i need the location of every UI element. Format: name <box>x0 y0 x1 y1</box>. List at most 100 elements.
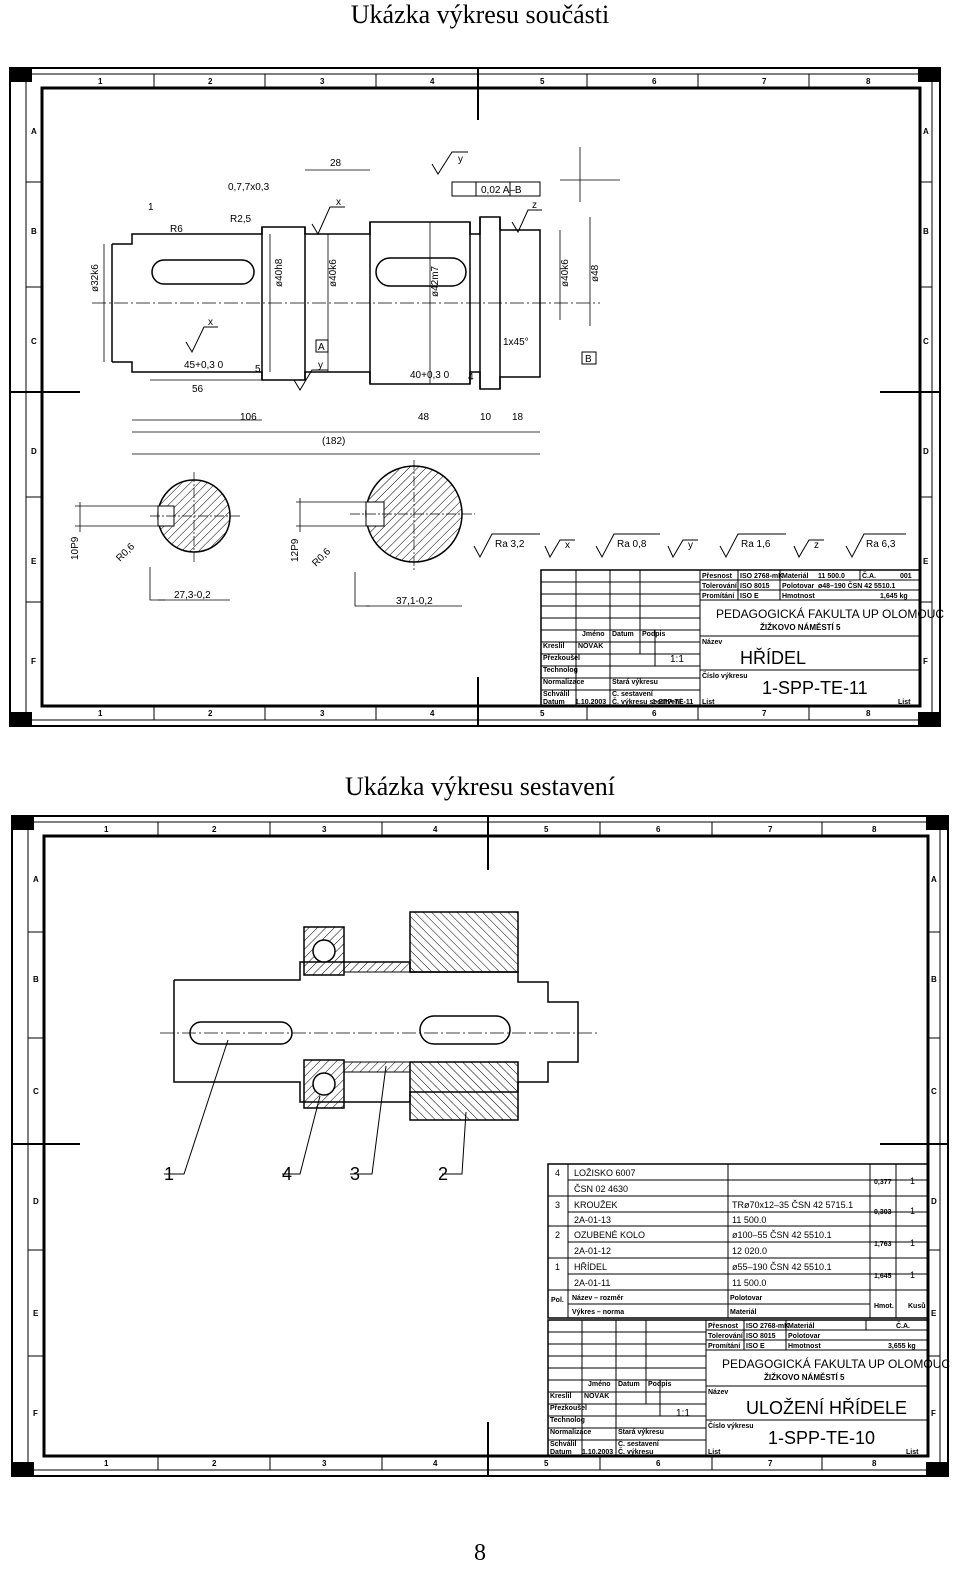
parts-spec: TRø70x12–35 ČSN 42 5715.1 <box>732 1200 853 1210</box>
tb-date: 1.10.2003 <box>575 699 606 706</box>
tb-scale: 1:1 <box>676 1408 690 1419</box>
parts-pos: 3 <box>555 1200 560 1210</box>
dim-text: 12P9 <box>290 538 301 562</box>
dim-text: 10 <box>480 412 492 423</box>
grid-col: 5 <box>540 709 545 718</box>
grid-col: 8 <box>866 77 871 86</box>
dim-text: 1x45° <box>503 337 529 348</box>
parts-spec2: 11 500.0 <box>732 1215 766 1225</box>
tb-label: Přesnost <box>708 1323 739 1330</box>
parts-spec: ø55–190 ČSN 42 5510.1 <box>732 1262 832 1272</box>
tb-row: Přezkoušel <box>550 1405 587 1412</box>
tb-col: Jméno <box>582 631 605 638</box>
tb-label: Materiál <box>788 1323 815 1330</box>
parts-list <box>547 1163 929 1319</box>
tb-label: List <box>906 1449 919 1456</box>
dim-text: R6 <box>170 224 183 235</box>
tb-row: Datum <box>550 1449 572 1456</box>
tb-label: List <box>702 699 715 706</box>
dim-text: ø40h8 <box>274 258 285 287</box>
tb-institution: PEDAGOGICKÁ FAKULTA UP OLOMOUC <box>722 1356 950 1371</box>
parts-mass: 1,763 <box>874 1241 892 1248</box>
grid-col: 2 <box>212 1459 217 1468</box>
tb-label: Hmotnost <box>788 1343 821 1350</box>
dim-text: ø40k6 <box>560 259 571 287</box>
parts-mass: 1,645 <box>874 1273 892 1280</box>
parts-header: Materiál <box>730 1309 757 1316</box>
grid-row: F <box>31 657 36 666</box>
tb-value: ISO 8015 <box>746 1333 776 1340</box>
grid-row: E <box>31 557 37 566</box>
grid-col: 3 <box>322 825 327 834</box>
parts-header: Hmot. <box>874 1303 894 1310</box>
tb-label: Materiál <box>782 573 809 580</box>
grid-row: C <box>33 1087 39 1096</box>
tb-scale: 1:1 <box>670 654 684 665</box>
grid-row: B <box>931 975 937 984</box>
parts-code: 2A-01-12 <box>574 1246 611 1256</box>
grid-row: A <box>31 127 37 136</box>
dim-text: 28 <box>330 158 342 169</box>
dim-text: 106 <box>240 412 257 423</box>
parts-code: ČSN 02 4630 <box>574 1184 628 1194</box>
grid-col: 2 <box>208 77 213 86</box>
parts-name: HŘÍDEL <box>574 1262 607 1272</box>
parts-header: Kusů <box>908 1302 926 1310</box>
tb-field: Č. výkresu <box>618 1447 653 1456</box>
roughness-value: Ra 1,6 <box>741 539 771 550</box>
dim-text: ø32k6 <box>90 264 101 292</box>
roughness-value: Ra 6,3 <box>866 539 896 550</box>
dim-text: 27,3-0,2 <box>174 590 211 601</box>
dim-text: 56 <box>192 384 204 395</box>
tb-label: Promítání <box>708 1343 741 1350</box>
parts-pos: 2 <box>555 1230 560 1240</box>
assembly-drawing-sheet: 1 2 3 4 5 6 7 8 1 2 3 4 5 6 7 8 A B C D … <box>11 815 950 1477</box>
tb-row: Normalizace <box>550 1429 591 1436</box>
parts-header: Polotovar <box>730 1295 763 1302</box>
grid-col: 4 <box>430 709 435 718</box>
callout-part-4: 4 <box>282 1164 292 1184</box>
parts-qty: 1 <box>910 1206 915 1216</box>
roughness-value: Ra 0,8 <box>617 539 647 550</box>
dim-text: R0,6 <box>310 546 333 569</box>
dim-text: ø40k6 <box>328 259 339 287</box>
grid-row: E <box>931 1309 937 1318</box>
grid-row: D <box>33 1197 39 1206</box>
grid-row: F <box>931 1409 936 1418</box>
tb-value: 3,655 kg <box>888 1343 916 1350</box>
grid-row: E <box>33 1309 39 1318</box>
tb-label: Název <box>702 639 722 646</box>
tb-label: Č.A. <box>862 571 876 580</box>
tb-value: ISO 2768-mK <box>740 573 783 580</box>
tb-label: List <box>898 699 911 706</box>
tb-label: Tolerování <box>708 1333 744 1340</box>
dim-text: 48 <box>418 412 430 423</box>
grid-row: B <box>33 975 39 984</box>
grid-col: 1 <box>98 709 103 718</box>
tb-address: ŽIŽKOVO NÁMĚSTÍ 5 <box>764 1373 845 1382</box>
tb-col: Podpis <box>642 631 665 638</box>
page-number: 8 <box>474 1540 486 1566</box>
dim-text: 10P9 <box>70 536 81 560</box>
tb-institution: PEDAGOGICKÁ FAKULTA UP OLOMOUC <box>716 606 944 621</box>
grid-row: D <box>31 447 37 456</box>
grid-col: 7 <box>762 709 767 718</box>
grid-col: 4 <box>433 1459 438 1468</box>
grid-col: 8 <box>872 1459 877 1468</box>
grid-col: 5 <box>544 825 549 834</box>
heading-assembly-drawing: Ukázka výkresu sestavení <box>344 772 616 801</box>
dim-text: ø48 <box>590 264 601 282</box>
dim-text: 0,7,7x0,3 <box>228 182 270 193</box>
tb-label: Hmotnost <box>782 593 815 600</box>
grid-col: 1 <box>104 1459 109 1468</box>
tb-row: Technolog <box>543 667 578 674</box>
tb-row: Schválil <box>543 691 570 698</box>
grid-row: A <box>931 875 937 884</box>
callout-part-2: 2 <box>438 1164 448 1184</box>
grid-col: 2 <box>212 825 217 834</box>
parts-name: KROUŽEK <box>574 1200 618 1210</box>
tb-drawn-by: NOVÁK <box>584 1391 609 1400</box>
tb-label: Promítání <box>702 593 735 600</box>
parts-qty: 1 <box>910 1176 915 1186</box>
tb-label: Přesnost <box>702 573 733 580</box>
